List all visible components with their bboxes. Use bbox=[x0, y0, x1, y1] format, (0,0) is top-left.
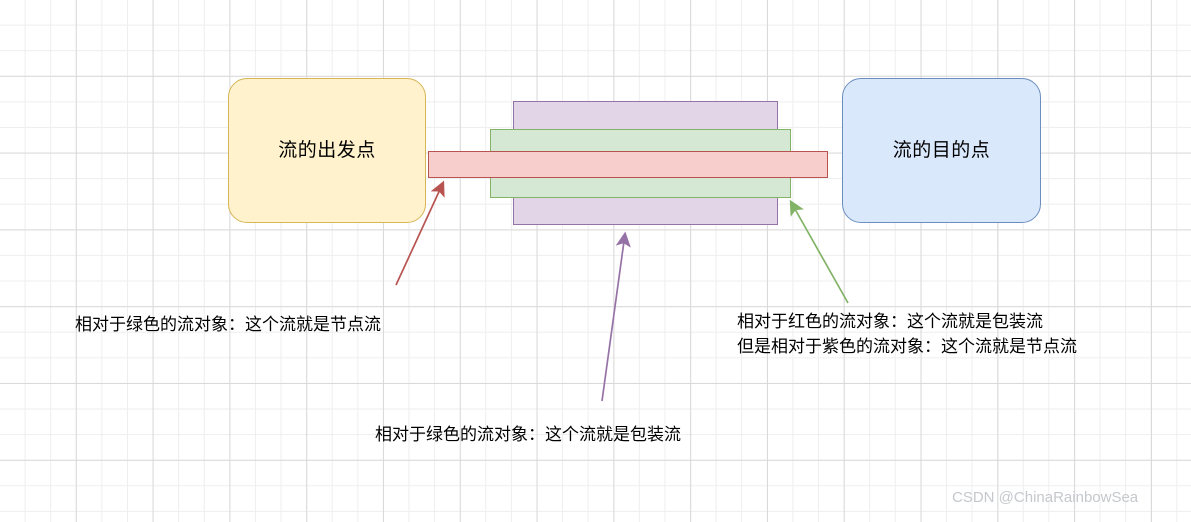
node-stream-target-label: 流的目的点 bbox=[892, 139, 991, 161]
annotation-bottom-line1: 相对于绿色的流对象：这个流就是包装流 bbox=[375, 425, 681, 445]
annotation-right-line2: 但是相对于紫色的流对象：这个流就是节点流 bbox=[737, 336, 1077, 357]
node-stream-source[interactable]: 流的出发点 bbox=[228, 78, 426, 223]
annotation-left-line1: 相对于绿色的流对象：这个流就是节点流 bbox=[75, 315, 381, 335]
node-stream-source-label: 流的出发点 bbox=[278, 139, 376, 161]
arrow-purple-to-purple-band bbox=[601, 231, 631, 402]
node-stream-target[interactable]: 流的目的点 bbox=[842, 78, 1041, 223]
annotation-left: 相对于绿色的流对象：这个流就是节点流 bbox=[75, 313, 381, 338]
watermark: CSDN @ChinaRainbowSea bbox=[952, 489, 1139, 506]
arrow-green-to-green-band bbox=[789, 199, 849, 304]
annotation-right-line1: 相对于红色的流对象：这个流就是包装流 bbox=[737, 312, 1043, 332]
annotation-bottom: 相对于绿色的流对象：这个流就是包装流 bbox=[375, 423, 681, 448]
band-red-stream[interactable] bbox=[428, 151, 828, 178]
annotation-right: 相对于红色的流对象：这个流就是包装流 但是相对于紫色的流对象：这个流就是节点流 bbox=[737, 310, 1077, 359]
